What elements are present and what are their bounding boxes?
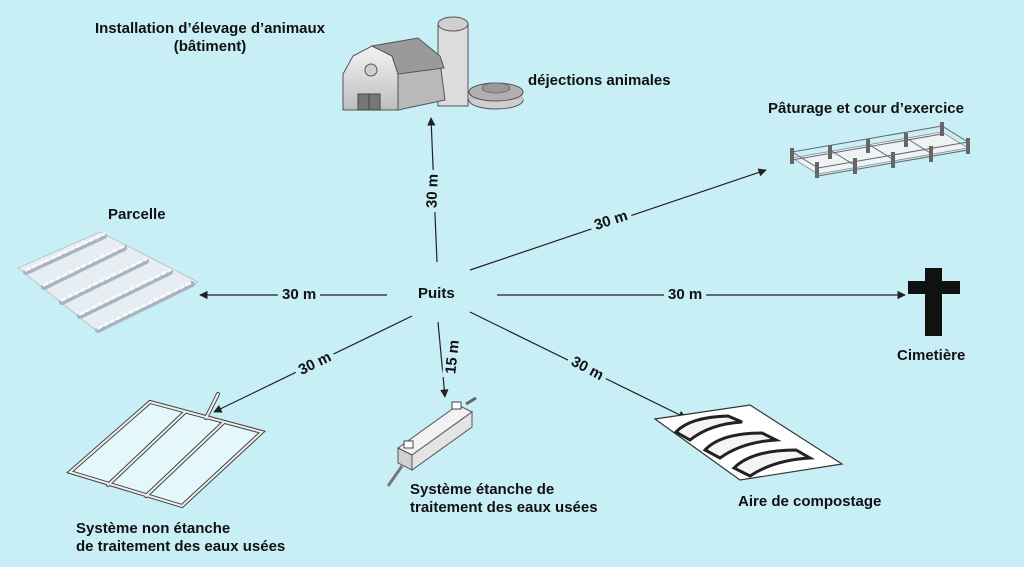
compost-area-icon <box>653 404 844 481</box>
label-batiment-line1: Installation d’élevage d’animaux <box>94 20 326 37</box>
distance-parcelle: 30 m <box>278 286 321 304</box>
label-dejections: déjections animales <box>528 72 671 89</box>
label-paturage: Pâturage et cour d’exercice <box>768 100 964 117</box>
label-etanche-line1: Système étanche de <box>410 481 555 498</box>
label-non-etanche-line2: de traitement des eaux usées <box>76 538 286 555</box>
arrow-to-etanche <box>437 321 449 398</box>
barn-icon <box>342 16 469 111</box>
label-puits: Puits <box>418 285 455 302</box>
field-parcel-icon <box>17 231 199 333</box>
manure-tank-icon <box>468 82 524 110</box>
label-etanche: Système étanche de traitement des eaux u… <box>410 481 598 517</box>
label-non-etanche-line1: Système non étanche <box>76 520 231 537</box>
label-batiment: Installation d’élevage d’animaux (bâtime… <box>60 20 360 56</box>
pasture-fence-icon <box>790 122 970 178</box>
leach-field-icon <box>65 392 267 509</box>
distance-batiment: 30 m <box>423 169 443 213</box>
label-compostage: Aire de compostage <box>738 493 882 510</box>
label-etanche-line2: traitement des eaux usées <box>410 499 598 516</box>
label-non-etanche: Système non étanche de traitement des ea… <box>76 520 285 556</box>
distance-cimetiere: 30 m <box>664 286 707 304</box>
sealed-septic-tank-icon <box>386 396 477 487</box>
cemetery-cross-icon <box>908 268 960 336</box>
label-cimetiere: Cimetière <box>897 347 966 364</box>
label-batiment-line2: (bâtiment) <box>173 38 247 55</box>
label-parcelle: Parcelle <box>108 206 166 223</box>
